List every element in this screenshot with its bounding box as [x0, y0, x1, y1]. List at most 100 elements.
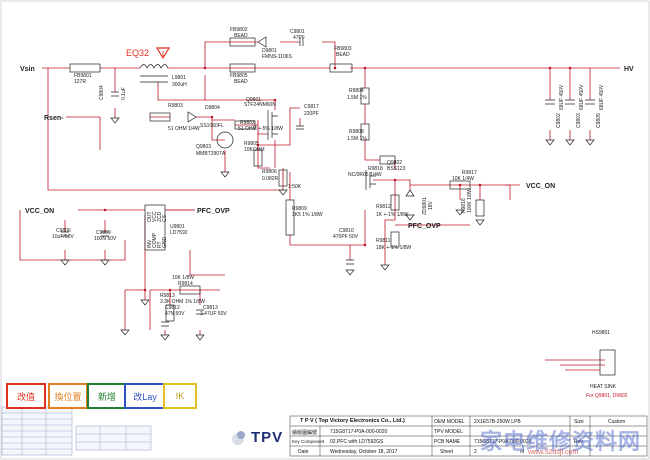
r9814-symbol [179, 285, 201, 295]
svg-text:C9805: C9805 [596, 113, 602, 128]
fb9803-symbol [329, 63, 353, 73]
watermark: 家电维修资料网 [480, 430, 642, 455]
heatsink-note: For Q9801, D9802 [586, 393, 628, 399]
c9810-symbol [346, 259, 354, 265]
svg-text:R9813: R9813 [160, 293, 175, 299]
r9808-symbol [360, 123, 370, 141]
svg-text:Q9801: Q9801 [246, 97, 261, 103]
tb-of: of [520, 449, 525, 455]
r9818-symbol [379, 155, 396, 165]
svg-text:HS9801: HS9801 [592, 330, 610, 336]
l9801-symbol [139, 64, 169, 83]
c9806-c9809-symbol [61, 231, 109, 237]
svg-text:GND: GND [162, 237, 168, 249]
svg-text:MMBT2907A: MMBT2907A [196, 151, 226, 157]
svg-text:68UF 450V: 68UF 450V [559, 84, 565, 110]
svg-text:R9803: R9803 [168, 103, 183, 109]
r9812-symbol [390, 194, 400, 211]
legend-item-move: 換位置 [48, 383, 88, 409]
svg-text:1K +-1% 1/8W: 1K +-1% 1/8W [376, 212, 409, 218]
legend-item-change-value: 改值 [6, 383, 46, 409]
svg-text:NC/0R05 1/4W: NC/0R05 1/4W [348, 172, 382, 178]
grounds [60, 117, 595, 341]
svg-text:COMP: COMP [152, 232, 158, 248]
svg-text:!: ! [162, 51, 164, 58]
svg-text:10K 1/4W: 10K 1/4W [452, 176, 474, 182]
ic-pins: INV COMP RT GND OUT VCC ZCD CS [147, 211, 168, 248]
svg-text:C9803: C9803 [576, 113, 582, 128]
warning-mark: ! EQ32 [126, 47, 171, 60]
c9817-symbol [296, 125, 304, 130]
svg-text:SS1060FL: SS1060FL [200, 123, 224, 129]
svg-text:L9801: L9801 [172, 75, 186, 81]
c9804-symbol [111, 91, 119, 97]
svg-text:BEAD: BEAD [234, 33, 248, 39]
net-vsin: Vsin [20, 66, 35, 73]
svg-text:R9804: R9804 [349, 88, 364, 94]
tb-date-label: Date [298, 449, 309, 455]
fb9805-symbol [229, 63, 256, 73]
tb-tpv-model-label: TPV MODEL [434, 429, 463, 435]
legend-item-layout: 改Lay [124, 383, 166, 409]
svg-text:R9802: R9802 [240, 120, 255, 126]
svg-text:127R: 127R [74, 79, 86, 85]
svg-text:C9810: C9810 [339, 228, 354, 234]
u9801-symbol [144, 204, 166, 251]
svg-text:C9804: C9804 [99, 85, 105, 100]
svg-text:3.47UF 50V: 3.47UF 50V [200, 311, 227, 317]
svg-text:Q9802: Q9802 [387, 160, 402, 166]
tb-size-label: Size [574, 419, 584, 425]
svg-text:D9801: D9801 [262, 48, 277, 54]
q9801-symbol [267, 110, 278, 140]
svg-text:220PF: 220PF [304, 111, 319, 117]
svg-text:FB9801: FB9801 [74, 73, 92, 79]
r9816-symbol [475, 199, 485, 217]
svg-text:Q9803: Q9803 [196, 144, 211, 150]
svg-text:100K 1/8W: 100K 1/8W [467, 188, 473, 213]
tb-date: Wednesday, October 18, 2017 [330, 449, 398, 455]
svg-text:C9809: C9809 [96, 230, 111, 236]
tb-drawing-no-label: 繪版圖編號 [292, 430, 318, 436]
svg-text:51 OHM +-5% 1/8W: 51 OHM +-5% 1/8W [238, 126, 283, 132]
tb-pcb-name-label: PCB NAME [434, 439, 461, 445]
d9804-symbol [187, 111, 197, 123]
tb-drawing-no: 715G8717-P0A-000-0020 [330, 429, 388, 435]
r9811-symbol [390, 231, 400, 248]
net-hv: HV [624, 66, 634, 73]
fb9801-symbol [69, 63, 101, 73]
tb-sheet-label: Sheet [440, 449, 454, 455]
svg-text:U9801: U9801 [170, 224, 185, 230]
output-caps-symbol [545, 99, 595, 105]
svg-text:STF24NM60N: STF24NM60N [244, 102, 276, 108]
r9817-symbol [449, 180, 471, 190]
svg-text:300uH: 300uH [172, 82, 187, 88]
c9801-symbol [299, 38, 304, 46]
tb-key-component-label: Key Component [292, 439, 325, 444]
svg-text:68UF 450V: 68UF 450V [599, 84, 605, 110]
svg-text:68UF 450V: 68UF 450V [579, 84, 585, 110]
net-vcc-on-left: VCC_ON [25, 208, 54, 215]
r9809-symbol [285, 199, 295, 236]
svg-text:ZD9801: ZD9801 [422, 197, 428, 215]
svg-text:R9808: R9808 [349, 129, 364, 135]
net-rsen: Rsen- [44, 115, 64, 122]
tb-oem-model: 2X1E57B-250W LPB [474, 419, 521, 425]
svg-text:HEAT SINK: HEAT SINK [590, 384, 617, 390]
ratio-label: 1:50K [288, 184, 302, 190]
svg-text:18K +-1% 1/8W: 18K +-1% 1/8W [376, 245, 411, 251]
svg-text:FB9803: FB9803 [334, 46, 352, 52]
svg-text:47PF: 47PF [293, 35, 305, 41]
svg-text:ZCD: ZCD [157, 211, 163, 222]
svg-text:R9818: R9818 [368, 166, 383, 172]
svg-text:BEAD: BEAD [336, 52, 350, 58]
tb-pcb-name: 715G8717-P0A-000-0020 [474, 439, 532, 445]
revision-table [1, 406, 152, 456]
svg-text:51 OHM 1/4W: 51 OHM 1/4W [168, 126, 200, 132]
svg-text:INV: INV [147, 239, 153, 248]
legend-item-new: 新增 [87, 383, 127, 409]
d9801-symbol [257, 36, 267, 48]
svg-text:1.5M 1%: 1.5M 1% [347, 95, 367, 101]
